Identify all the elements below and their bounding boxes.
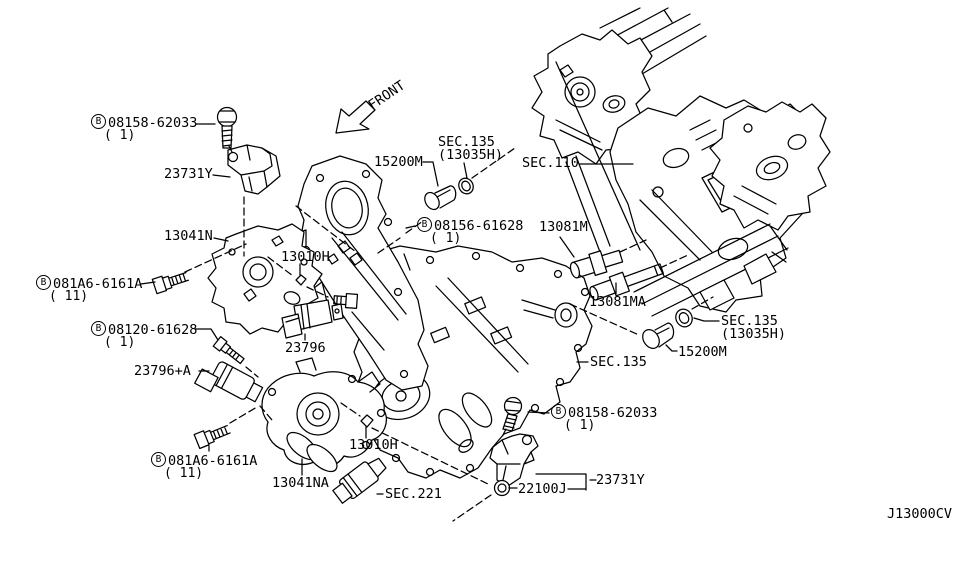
part-label-13010h-1[interactable]: 13010H	[281, 250, 330, 264]
leader-lines	[140, 123, 720, 495]
part-number-text: 13081MA	[589, 294, 646, 310]
part-number-text: 08120-61628	[108, 321, 198, 338]
stud-13081ma-art	[589, 263, 664, 301]
quantity-text: ( 11)	[49, 289, 89, 304]
part-number-text: 081A6-6161A	[168, 452, 258, 469]
part-number-text: 13041N	[164, 228, 213, 244]
circled-b-icon: B	[551, 404, 566, 419]
part-number-text: 13081M	[539, 219, 588, 235]
circled-b-icon: B	[91, 114, 106, 129]
part-number-text: 23796+A	[134, 363, 191, 379]
bolt-081a6-2-art	[193, 424, 231, 450]
plug-13081m-art	[569, 249, 624, 279]
part-number-text: FRONT	[365, 77, 409, 114]
solenoid-23796a-art	[194, 361, 264, 403]
section-ref-sec221[interactable]: SEC.221	[385, 487, 442, 501]
part-number-text: 08158-62033	[108, 114, 198, 131]
part-number-text-line2: (13035H)	[721, 326, 787, 342]
assembly-dashed-lines	[184, 145, 714, 522]
part-number-text-line2: (13035H)	[438, 147, 504, 163]
oring-13035h-right-art	[675, 308, 693, 328]
solenoid-23796-art	[281, 292, 359, 339]
part-number-text: 15200M	[374, 154, 423, 170]
quantity-text: ( 1)	[430, 231, 462, 246]
quantity-text: ( 1)	[104, 335, 136, 350]
plug-15200m-right-art	[642, 322, 675, 349]
part-number-text: SEC.135	[438, 134, 495, 150]
part-number-text: 22100J	[518, 481, 567, 497]
stud-08120-art	[212, 336, 245, 365]
quantity-text: ( 11)	[164, 466, 204, 481]
clip-13010h-1-art	[295, 274, 307, 286]
section-ref-sec110[interactable]: SEC.110	[522, 156, 579, 170]
part-number-text: 08156-61628	[434, 217, 524, 234]
part-label-13081ma[interactable]: 13081MA	[589, 295, 646, 309]
part-number-text: SEC.135	[721, 313, 778, 329]
part-label-23796-a[interactable]: 23796+A	[134, 364, 191, 378]
part-label-15200m-right[interactable]: 15200M	[678, 345, 727, 359]
circled-b-icon: B	[91, 321, 106, 336]
part-label-13041na[interactable]: 13041NA	[272, 476, 329, 490]
section-ref-sec135-top[interactable]: SEC.135(13035H)	[438, 135, 503, 162]
part-label-13010h-2[interactable]: 13010H	[349, 438, 398, 452]
part-number-text: 13041NA	[272, 475, 329, 491]
part-label-22100j[interactable]: 22100J	[518, 482, 567, 496]
part-number-text: 23731Y	[164, 166, 213, 182]
circled-b-icon: B	[417, 217, 432, 232]
clip-13010h-2-art	[360, 414, 374, 428]
engine-block-art	[531, 7, 831, 317]
part-number-text: SEC.110	[522, 155, 579, 171]
oring-13035h-top-art	[458, 177, 474, 195]
drawing-code-label: J13000CV	[887, 507, 952, 521]
part-label-13081m[interactable]: 13081M	[539, 220, 588, 234]
part-label-15200m-left[interactable]: 15200M	[374, 155, 423, 169]
cover-13041na-art	[261, 357, 387, 473]
part-number-text: 08158-62033	[568, 404, 658, 421]
section-ref-sec135-left[interactable]: SEC.135	[590, 355, 647, 369]
front-direction-label: FRONT	[365, 77, 409, 114]
circled-b-icon: B	[151, 452, 166, 467]
circled-b-icon: B	[36, 275, 51, 290]
part-label-23731y-bottom[interactable]: 23731Y	[596, 473, 645, 487]
sensor-sec221-art	[332, 457, 387, 504]
bolt-08158-bottom-art	[502, 396, 523, 432]
part-number-text: SEC.221	[385, 486, 442, 502]
part-number-text: SEC.135	[590, 354, 647, 370]
section-ref-sec135-right[interactable]: SEC.135(13035H)	[721, 314, 786, 341]
part-label-13041n[interactable]: 13041N	[164, 229, 213, 243]
part-number-text: 15200M	[678, 344, 727, 360]
quantity-text: ( 1)	[564, 418, 596, 433]
part-label-23731y-top[interactable]: 23731Y	[164, 167, 213, 181]
part-number-text: 23731Y	[596, 472, 645, 488]
part-label-23796[interactable]: 23796	[285, 341, 326, 355]
plug-15200m-left-art	[424, 185, 457, 211]
part-number-text: 23796	[285, 340, 326, 356]
quantity-text: ( 1)	[104, 128, 136, 143]
front-arrow-icon	[335, 100, 376, 134]
sensor-23731y-top-art	[227, 144, 281, 195]
part-number-text: 13010H	[281, 249, 330, 265]
part-number-text: J13000CV	[887, 506, 953, 522]
part-number-text: 081A6-6161A	[53, 275, 143, 292]
part-number-text: 13010H	[349, 437, 398, 453]
bolt-081a6-1-art	[151, 272, 189, 295]
bolt-08158-top-art	[216, 106, 238, 149]
